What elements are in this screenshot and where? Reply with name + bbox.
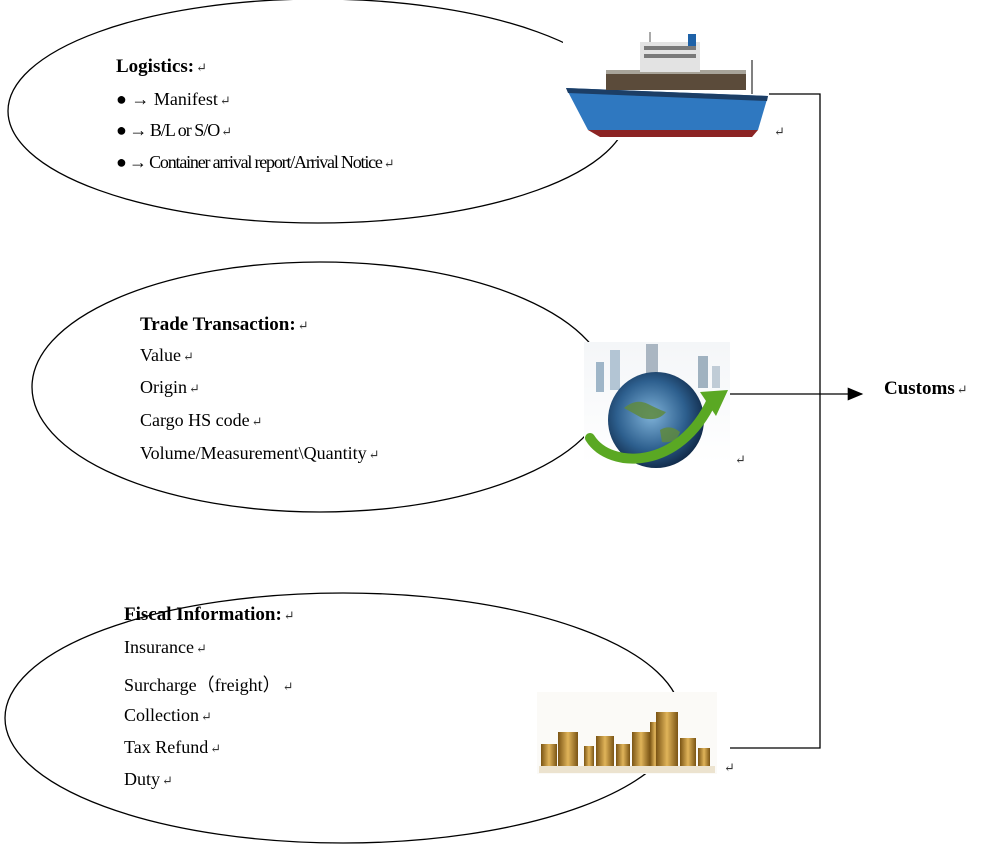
logistics-block: Logistics:↵ bbox=[116, 56, 207, 78]
trade-item: Volume/Measurement\Quantity↵ bbox=[140, 443, 380, 463]
trade-item: Origin↵ bbox=[140, 377, 200, 397]
trade-item: Value↵ bbox=[140, 345, 194, 365]
bullet-icon: ● bbox=[116, 120, 127, 140]
trade-item: Cargo HS code↵ bbox=[140, 410, 263, 430]
logistics-item: ● → B/L or S/O↵ bbox=[116, 120, 232, 140]
fiscal-item: Tax Refund↵ bbox=[124, 737, 222, 757]
logistics-ellipse bbox=[7, 0, 629, 224]
trade-title: Trade Transaction:↵ bbox=[140, 314, 309, 335]
trade-ellipse bbox=[31, 261, 609, 513]
logistics-item: ● → Container arrival report/Arrival Not… bbox=[116, 152, 395, 172]
fiscal-item: Insurance↵ bbox=[124, 637, 207, 657]
coin-stacks-image bbox=[537, 692, 717, 774]
logistics-item-label: Manifest bbox=[153, 89, 218, 109]
connector-lines bbox=[730, 93, 864, 749]
logistics-item-label: B/L or S/O bbox=[149, 120, 220, 140]
arrow-glyph: → bbox=[129, 152, 147, 172]
globe-arrow-image bbox=[584, 342, 730, 468]
bullet-icon: ● bbox=[116, 152, 127, 172]
paragraph-mark: ↵ bbox=[774, 124, 785, 139]
arrow-glyph: → bbox=[129, 120, 147, 140]
bullet-icon: ● bbox=[116, 89, 127, 109]
container-ship-image bbox=[563, 30, 769, 140]
paragraph-mark: ↵ bbox=[735, 452, 746, 467]
logistics-item: ● → Manifest↵ bbox=[116, 89, 231, 109]
logistics-item-label: Container arrival report/Arrival Notice bbox=[149, 152, 383, 172]
logistics-title: Logistics:↵ bbox=[116, 56, 208, 77]
fiscal-item: Surcharge（freight）↵ bbox=[124, 675, 294, 695]
fiscal-item: Duty↵ bbox=[124, 769, 173, 789]
arrow-glyph: → bbox=[131, 89, 150, 109]
paragraph-mark: ↵ bbox=[724, 760, 735, 775]
customs-label: Customs↵ bbox=[884, 378, 968, 399]
fiscal-item: Collection↵ bbox=[124, 705, 212, 725]
fiscal-title: Fiscal Information:↵ bbox=[124, 604, 295, 625]
